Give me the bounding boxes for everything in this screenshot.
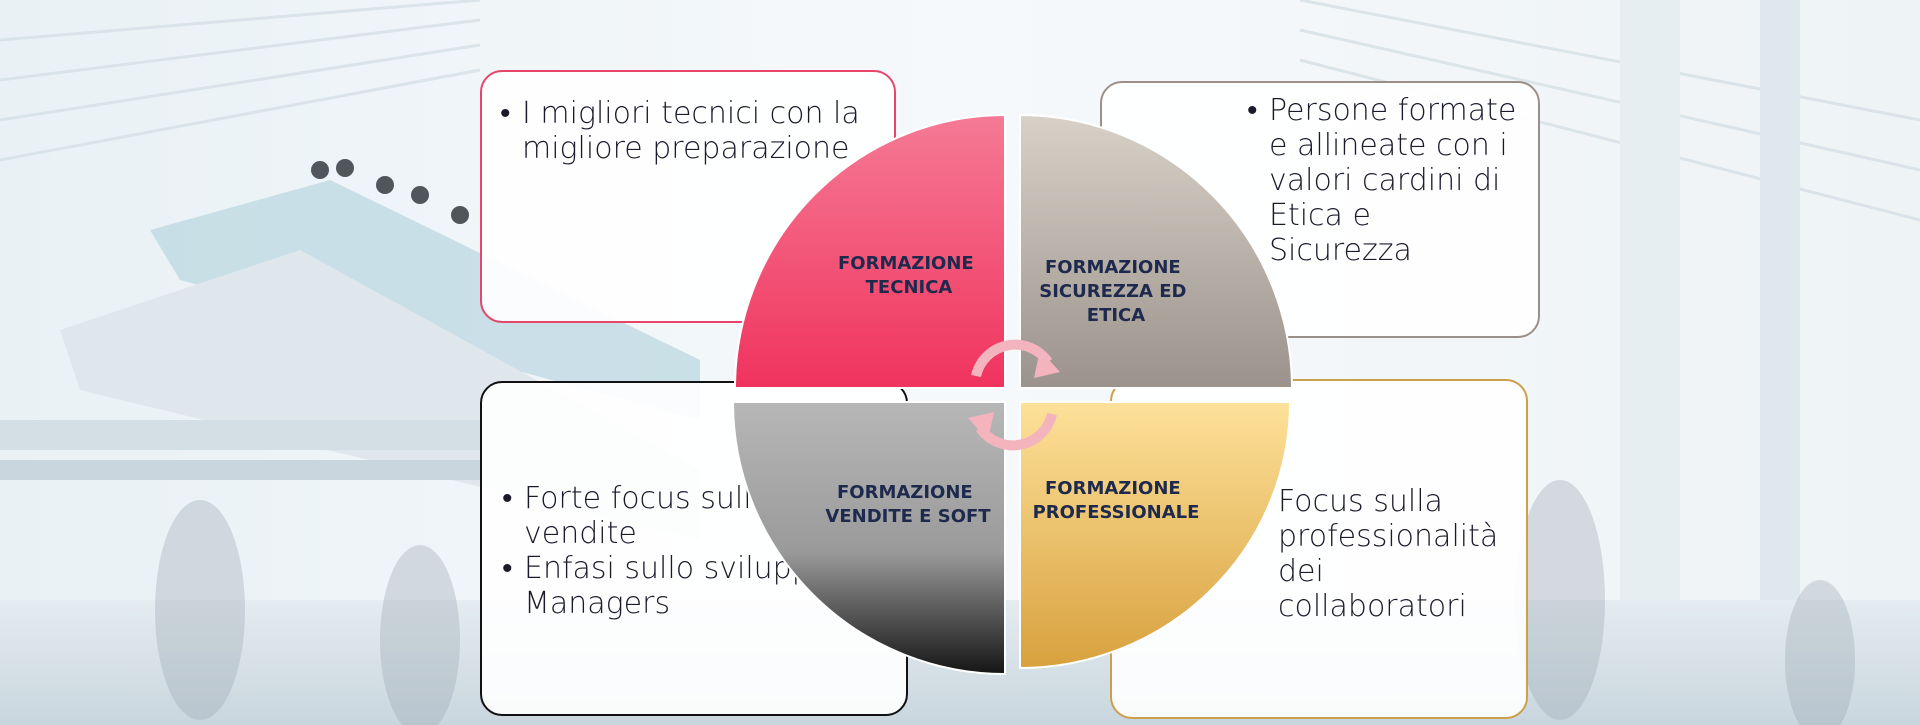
quadrant-sicurezza-etica [1019,113,1294,389]
bullet-list: I migliori tecnici con la migliore prepa… [500,96,874,166]
label-sicurezza-etica: FORMAZIONE SICUREZZA ED ETICA [1039,257,1192,326]
quadrant-vendite-soft [731,401,1006,676]
bullet-item: Persone formate e allineate con i valori… [1247,93,1520,268]
bullet-item: Forte focus sulle vendite [502,481,886,551]
label-tecnica: FORMAZIONE TECNICA [838,253,980,298]
cycle-arrows-icon [968,339,1060,451]
bullet-list: Persone formate e allineate con i valori… [1247,93,1520,268]
bullet-list: Focus sulla professionalità dei collabor… [1278,484,1506,624]
text-item: Focus sulla professionalità dei collabor… [1278,484,1499,624]
label-professionale: FORMAZIONE PROFESSIONALE [1033,478,1200,523]
quadrant-professionale [1019,401,1292,670]
label-vendite-soft: FORMAZIONE VENDITE E SOFT [825,482,991,527]
bullet-item: I migliori tecnici con la migliore prepa… [500,96,874,166]
quadrant-tecnica [733,113,1006,389]
